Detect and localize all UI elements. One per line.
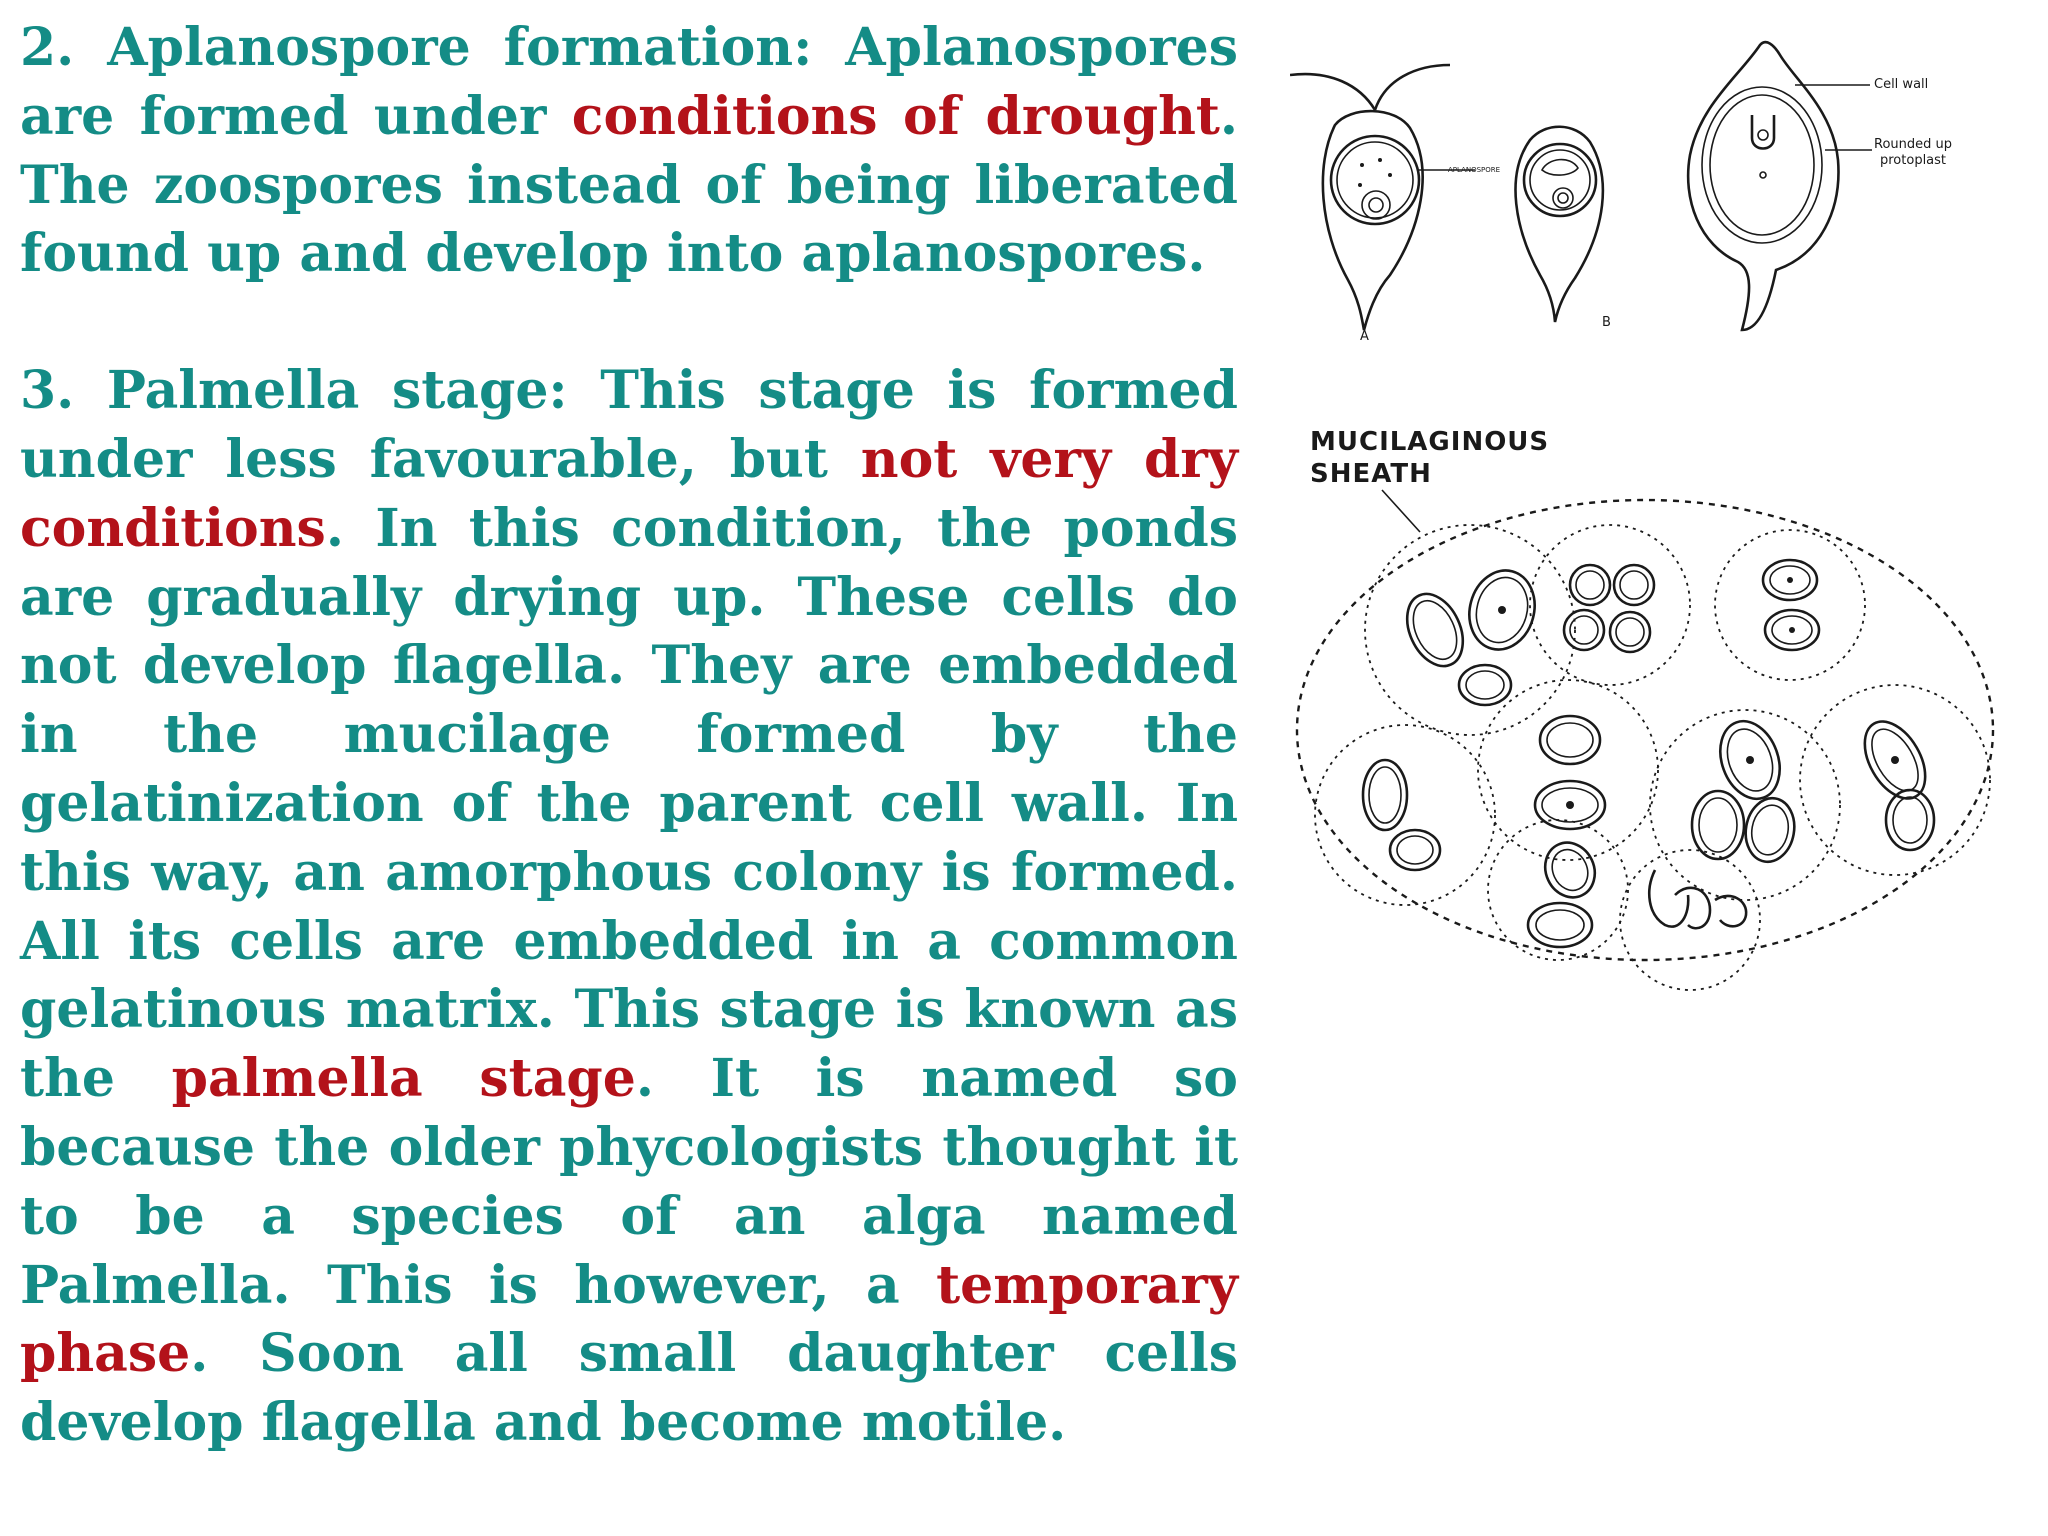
cell-c-drawing (1686, 40, 1872, 332)
label-cell-wall: Cell wall (1874, 77, 1928, 92)
sheath-pointer (1381, 489, 1421, 533)
colony-drawing (1295, 498, 1995, 991)
label-sheath: SHEATH (1310, 459, 1432, 489)
highlight-temporary-phase: temporary phase (20, 1254, 1238, 1385)
paragraph-aplanospore: 2. Aplanospore formation: Aplanospores a… (20, 14, 1238, 289)
label-rounded-up: Rounded up (1874, 137, 1952, 152)
para3-text-3: . It is named so because the older phyco… (20, 1048, 1238, 1316)
aplanospore-figure: APLANOSPORE A B Cell wall Rounded up pro… (1290, 40, 1952, 344)
cell-b-drawing (1514, 125, 1605, 323)
para3-text-4: . Soon all small daughter cells develop … (20, 1323, 1238, 1454)
highlight-not-very-dry: not very dry conditions (20, 428, 1238, 559)
palmella-figure: MUCILAGINOUS SHEATH (1295, 427, 1995, 991)
text-column: 2. Aplanospore formation: Aplanospores a… (20, 14, 1238, 1458)
highlight-palmella-stage: palmella stage (171, 1048, 636, 1110)
para2-text-1: 2. Aplanospore formation: Aplanospores a… (20, 17, 1238, 147)
highlight-conditions-of-drought: conditions of drought (571, 85, 1220, 147)
para3-text-2: . In this condition, the ponds are gradu… (20, 497, 1238, 1110)
paragraph-palmella: 3. Palmella stage: This stage is formed … (20, 357, 1238, 1458)
label-aplanospore: APLANOSPORE (1448, 166, 1500, 174)
para3-text-1: 3. Palmella stage: This stage is formed … (20, 360, 1238, 490)
cell-a-drawing (1290, 63, 1475, 331)
label-b: B (1602, 315, 1611, 330)
label-a: A (1360, 329, 1369, 344)
label-mucilaginous: MUCILAGINOUS (1310, 427, 1549, 457)
para2-text-2: . The zoospores instead of being liberat… (20, 85, 1238, 285)
label-protoplast: protoplast (1880, 153, 1946, 168)
